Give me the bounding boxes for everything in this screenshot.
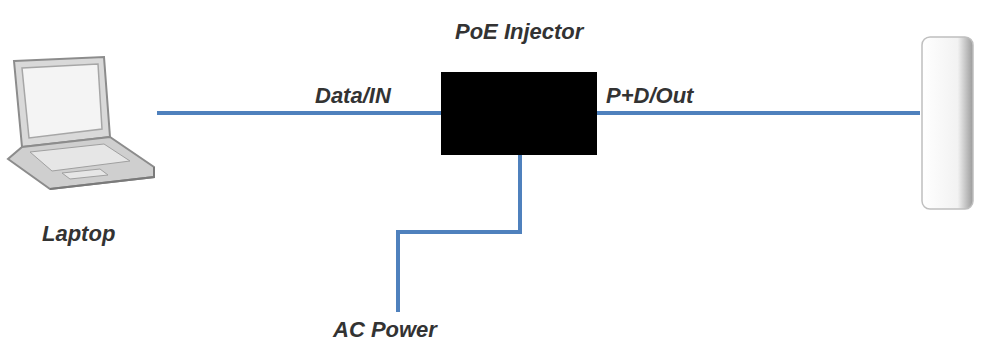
power-label: AC Power [333, 318, 437, 342]
port-label: P+D/Out [606, 84, 693, 108]
laptop-drawing [0, 55, 157, 195]
laptop-icon: Laptop [0, 55, 157, 195]
ac-power-wire [398, 155, 520, 312]
ethernet-cable [597, 111, 920, 115]
node-title: PoE Injector [455, 20, 583, 44]
device-label: Laptop [42, 222, 115, 246]
ethernet-cable [157, 111, 441, 115]
port-label: Data/IN [315, 84, 391, 108]
access-point-device [920, 35, 975, 211]
access-point-drawing [920, 35, 975, 211]
poe-injector-box: PoE Injector [441, 72, 597, 155]
